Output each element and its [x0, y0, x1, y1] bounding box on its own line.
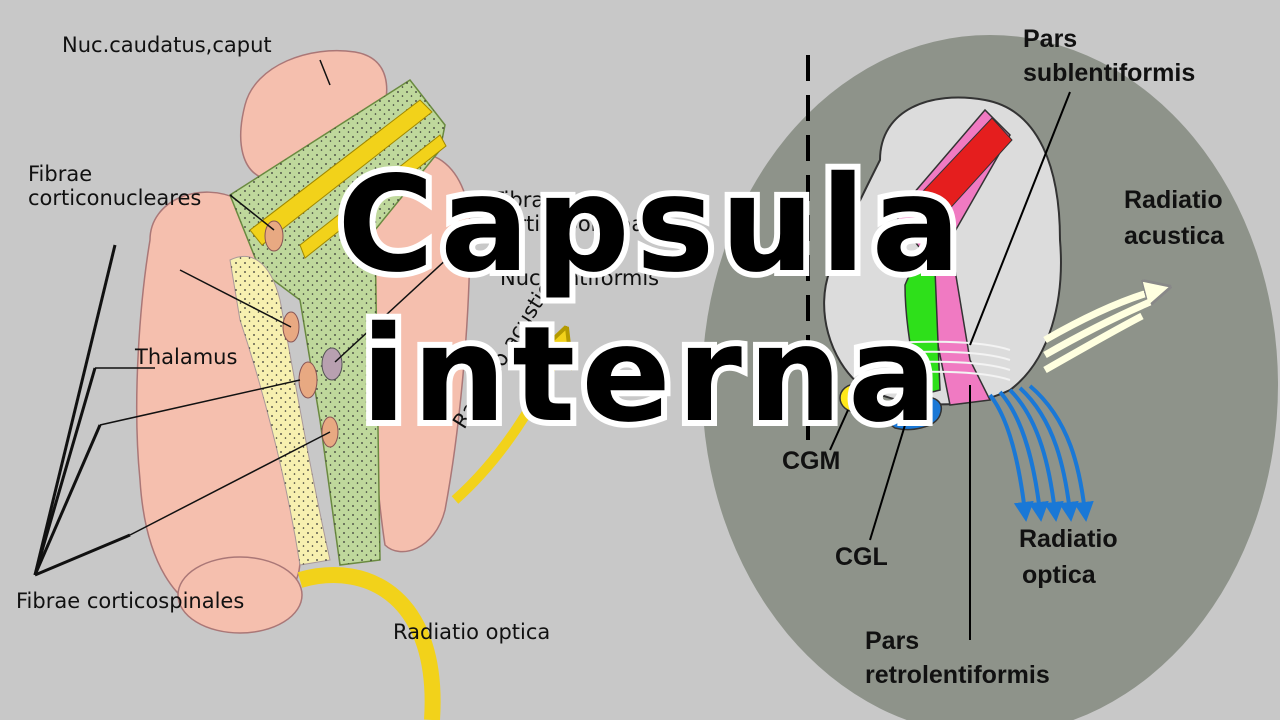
label-cgm: CGM: [782, 447, 841, 475]
leader-line: [129, 431, 331, 536]
leader-line: [33, 367, 97, 576]
leader-line: [33, 424, 102, 576]
leader-line: [969, 91, 1071, 346]
label-radiatio-acustica-right-line2: acustica: [1124, 222, 1225, 250]
geniculate-bulb: [177, 556, 303, 634]
leader-line: [869, 424, 906, 541]
right-diagram: [702, 35, 1278, 720]
radiatio-acustica-arrow: [451, 345, 560, 504]
label-fibrae-corticonucleares-line1: Fibrae: [28, 162, 93, 186]
red-fiber-stripe: [909, 117, 1013, 226]
leader-line: [179, 269, 292, 328]
label-pars-retrolentiformis-line1: Pars: [865, 627, 920, 655]
yellow-fiber-stripe-2: [299, 134, 447, 259]
radiatio-optica-fiber: [297, 567, 441, 720]
yellow-fiber-stripe: [249, 99, 433, 246]
label-radiatio-optica-left: Radiatio optica: [393, 620, 551, 644]
cgl-body: [887, 395, 942, 431]
leader-line: [229, 194, 275, 231]
label-radiatio-optica-right-line2: optica: [1022, 561, 1096, 589]
leader-line: [34, 533, 131, 577]
label-fibrae-corticonucleares-line2: corticonucleares: [28, 186, 202, 210]
leader-line: [99, 379, 301, 426]
fiber-oval-1: [264, 220, 284, 252]
label-fibrae-corticopontinales-line2: corticopontinales: [493, 212, 674, 236]
leader-line: [319, 59, 331, 86]
cgm-body: [839, 383, 873, 413]
radiatio-acustica-arrows: [1043, 290, 1158, 374]
label-pars-retrolentiformis-line2: retrolentiformis: [865, 661, 1050, 689]
label-pars-sublentiformis-line2: sublentiformis: [1023, 59, 1196, 87]
leader-line: [334, 209, 501, 363]
fiber-oval-5: [321, 347, 343, 381]
label-fibrae-corticopontinales-line1: Fibrae: [493, 188, 558, 212]
label-pars-sublentiformis-line1: Pars: [1023, 25, 1078, 53]
label-thalamus: Thalamus: [135, 345, 238, 369]
label-radiatio-acustica-right-line1: Radiatio: [1124, 186, 1223, 214]
label-radiatio-optica-right-line1: Radiatio: [1019, 525, 1118, 553]
label-nuc-lentiformis: Nuc.lentiformis: [500, 266, 660, 290]
label-fibrae-corticospinales: Fibrae corticospinales: [16, 589, 245, 613]
corticospinal-dots: [230, 256, 330, 565]
left-diagram: [33, 49, 560, 720]
radiatio-optica-arrows: [988, 384, 1094, 522]
green-fiber-dots: [230, 80, 445, 565]
leader-line: [829, 409, 849, 451]
label-cgl: CGL: [835, 543, 888, 571]
page-title: Capsula interna: [331, 144, 967, 456]
leader-line: [33, 244, 117, 576]
pale-fibers: [859, 340, 1011, 381]
label-nuc-caudatus: Nuc.caudatus,caput: [62, 33, 272, 57]
